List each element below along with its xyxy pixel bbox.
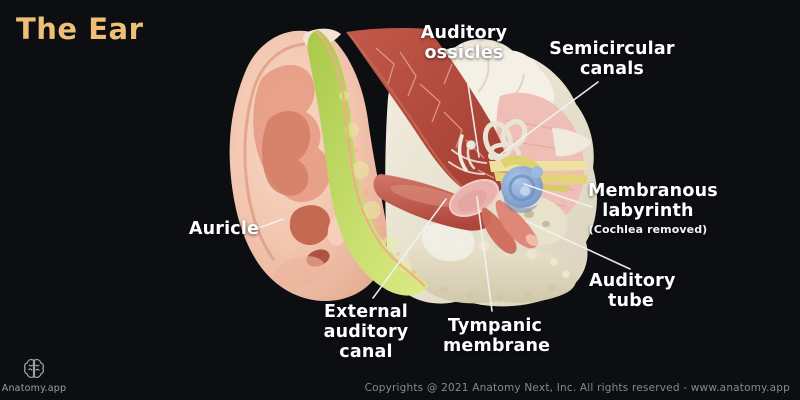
label-semicircular-canals: Semicircular canals	[549, 39, 675, 79]
label-auditory-ossicles: Auditory ossicles	[420, 23, 508, 63]
label-cochlea-removed-note: (Cochlea removed)	[588, 222, 708, 236]
leader-auricle	[255, 218, 284, 230]
membranous-labyrinth-shape	[501, 166, 543, 213]
brain-icon	[23, 358, 45, 379]
leader-external-auditory-canal	[372, 198, 447, 299]
leader-auditory-ossicles	[464, 63, 480, 158]
auditory-tube-shape	[481, 200, 539, 254]
label-auricle: Auricle	[188, 219, 260, 239]
page-title: The Ear	[16, 12, 144, 46]
auditory-ossicles-shape	[448, 134, 487, 175]
label-membranous-labyrinth: Membranous labyrinth (Cochlea removed)	[588, 181, 718, 236]
label-external-auditory-canal: External auditory canal	[323, 302, 409, 362]
brand-name: Anatomy.app	[1, 383, 67, 394]
leader-semicircular-canals	[497, 81, 599, 157]
copyright-text: Copyrights @ 2021 Anatomy Next, Inc. All…	[364, 382, 790, 394]
leader-tympanic-membrane	[476, 196, 493, 312]
leader-auditory-tube	[525, 220, 631, 270]
brand-logo: Anatomy.app	[2, 357, 66, 394]
tympanic-membrane-shape	[448, 178, 500, 218]
label-tympanic-membrane: Tympanic membrane	[443, 316, 551, 356]
label-membranous-labyrinth-text: Membranous labyrinth	[588, 181, 718, 221]
ear-cartilage	[307, 30, 428, 296]
label-auditory-tube: Auditory tube	[589, 271, 676, 311]
leader-lines	[255, 63, 631, 312]
leader-membranous-labyrinth	[523, 183, 593, 208]
